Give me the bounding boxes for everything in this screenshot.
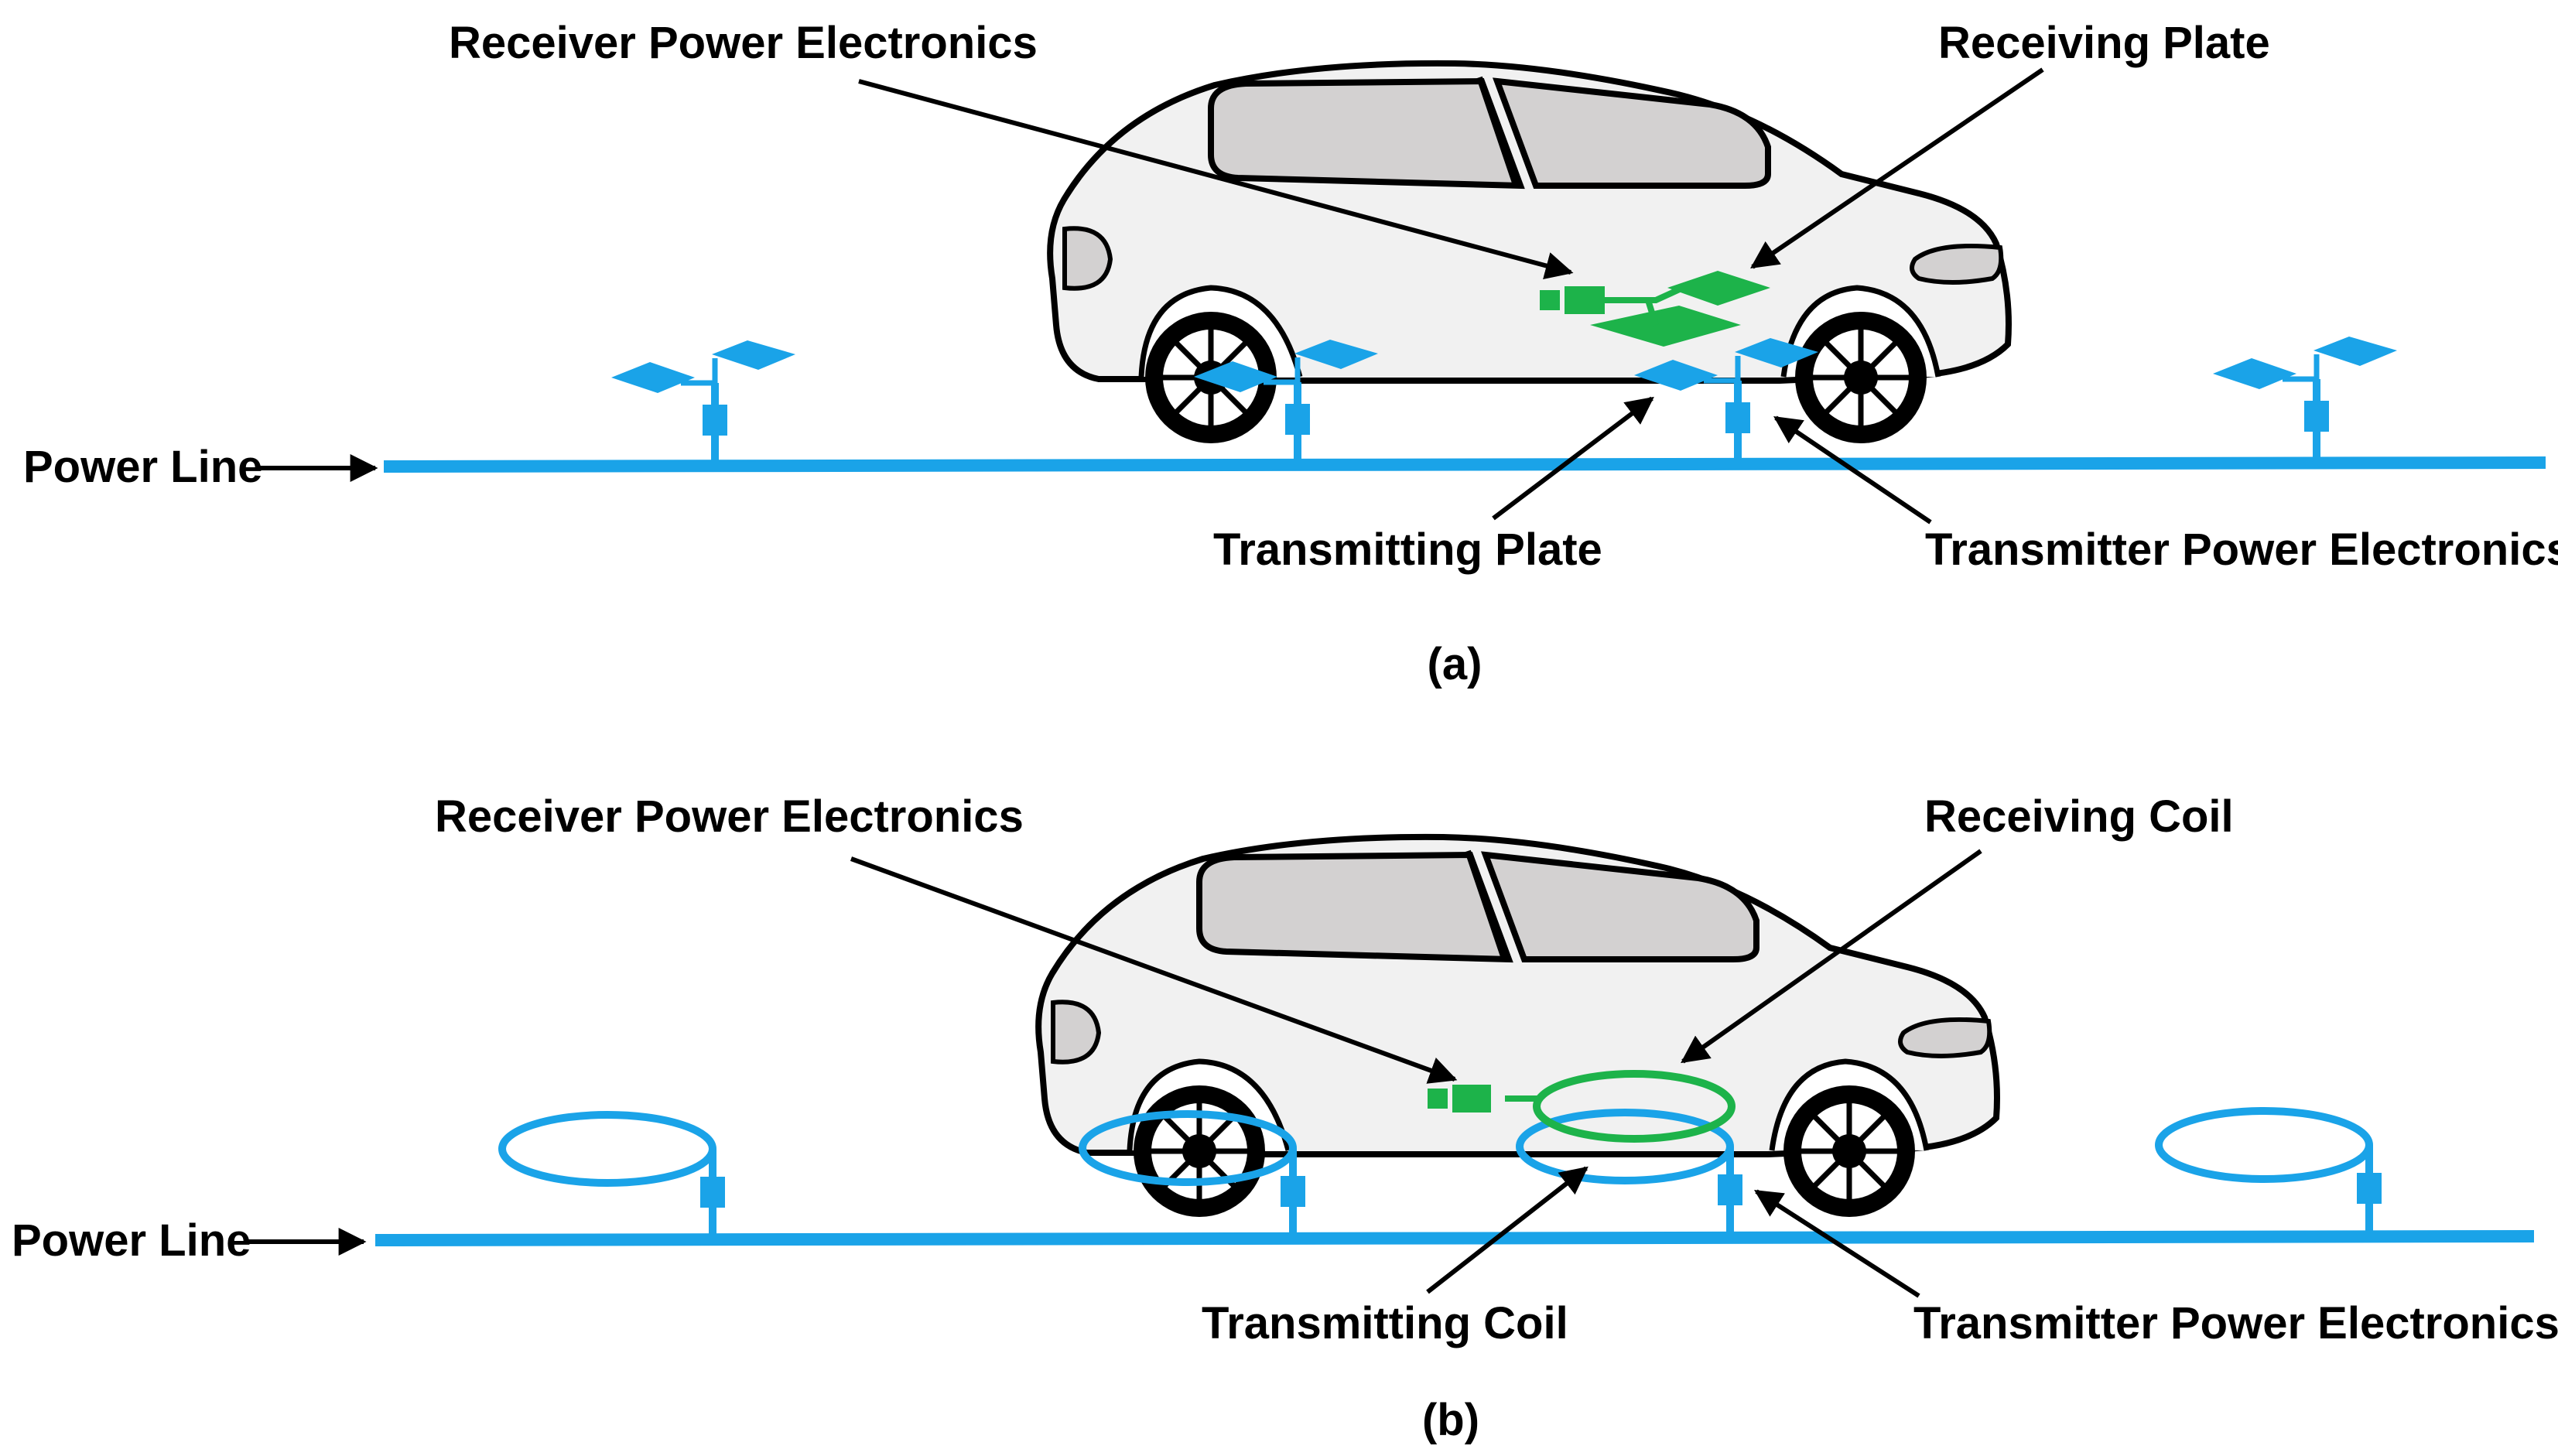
front-wheel-a	[1795, 312, 1927, 443]
front-wheel-b	[1783, 1085, 1915, 1217]
panel-a: Receiver Power Electronics Receiving Pla…	[23, 18, 2558, 689]
label-transmitter-pe-b: Transmitter Power Electronics	[1913, 1298, 2558, 1348]
label-transmitter-pe-a: Transmitter Power Electronics	[1925, 525, 2558, 575]
transmitter-coil-1	[502, 1115, 725, 1240]
label-receiver-pe-a: Receiver Power Electronics	[449, 18, 1038, 68]
arrow-transmitter-pe-b	[1753, 1189, 1920, 1298]
power-line-b	[374, 1230, 2535, 1246]
arrow-receiving-plate-a	[1750, 67, 2044, 269]
rear-wheel-b	[1134, 1085, 1265, 1217]
receiving-plate-a	[1590, 271, 1770, 347]
label-power-line-b: Power Line	[12, 1215, 251, 1266]
power-line-a	[383, 456, 2546, 473]
label-transmitting-plate: Transmitting Plate	[1213, 525, 1602, 575]
receiving-coil	[1505, 1070, 1736, 1143]
label-receiving-coil: Receiving Coil	[1924, 791, 2234, 842]
arrow-receiver-pe-b	[850, 856, 1458, 1084]
arrow-transmitting-coil	[1426, 1166, 1588, 1294]
transmitter-plate-1	[611, 340, 795, 467]
label-transmitting-coil: Transmitting Coil	[1202, 1298, 1568, 1348]
receiver-electronics-a	[1540, 286, 1605, 314]
arrow-receiver-pe-a	[858, 79, 1574, 279]
transmitter-plate-4	[2213, 337, 2397, 463]
panel-b: Receiver Power Electronics Receiving Coi…	[12, 791, 2558, 1445]
arrow-receiving-coil	[1681, 849, 1982, 1064]
arrow-transmitter-pe-a	[1773, 415, 1932, 525]
arrow-transmitting-plate-a	[1492, 396, 1654, 521]
caption-a: (a)	[1428, 639, 1482, 689]
caption-b: (b)	[1422, 1395, 1479, 1445]
label-receiver-pe-b: Receiver Power Electronics	[435, 791, 1024, 842]
label-receiving-plate: Receiving Plate	[1938, 18, 2270, 68]
label-power-line-a: Power Line	[23, 442, 262, 492]
receiver-electronics-b	[1428, 1085, 1491, 1113]
transmitter-coil-4	[2159, 1111, 2382, 1236]
